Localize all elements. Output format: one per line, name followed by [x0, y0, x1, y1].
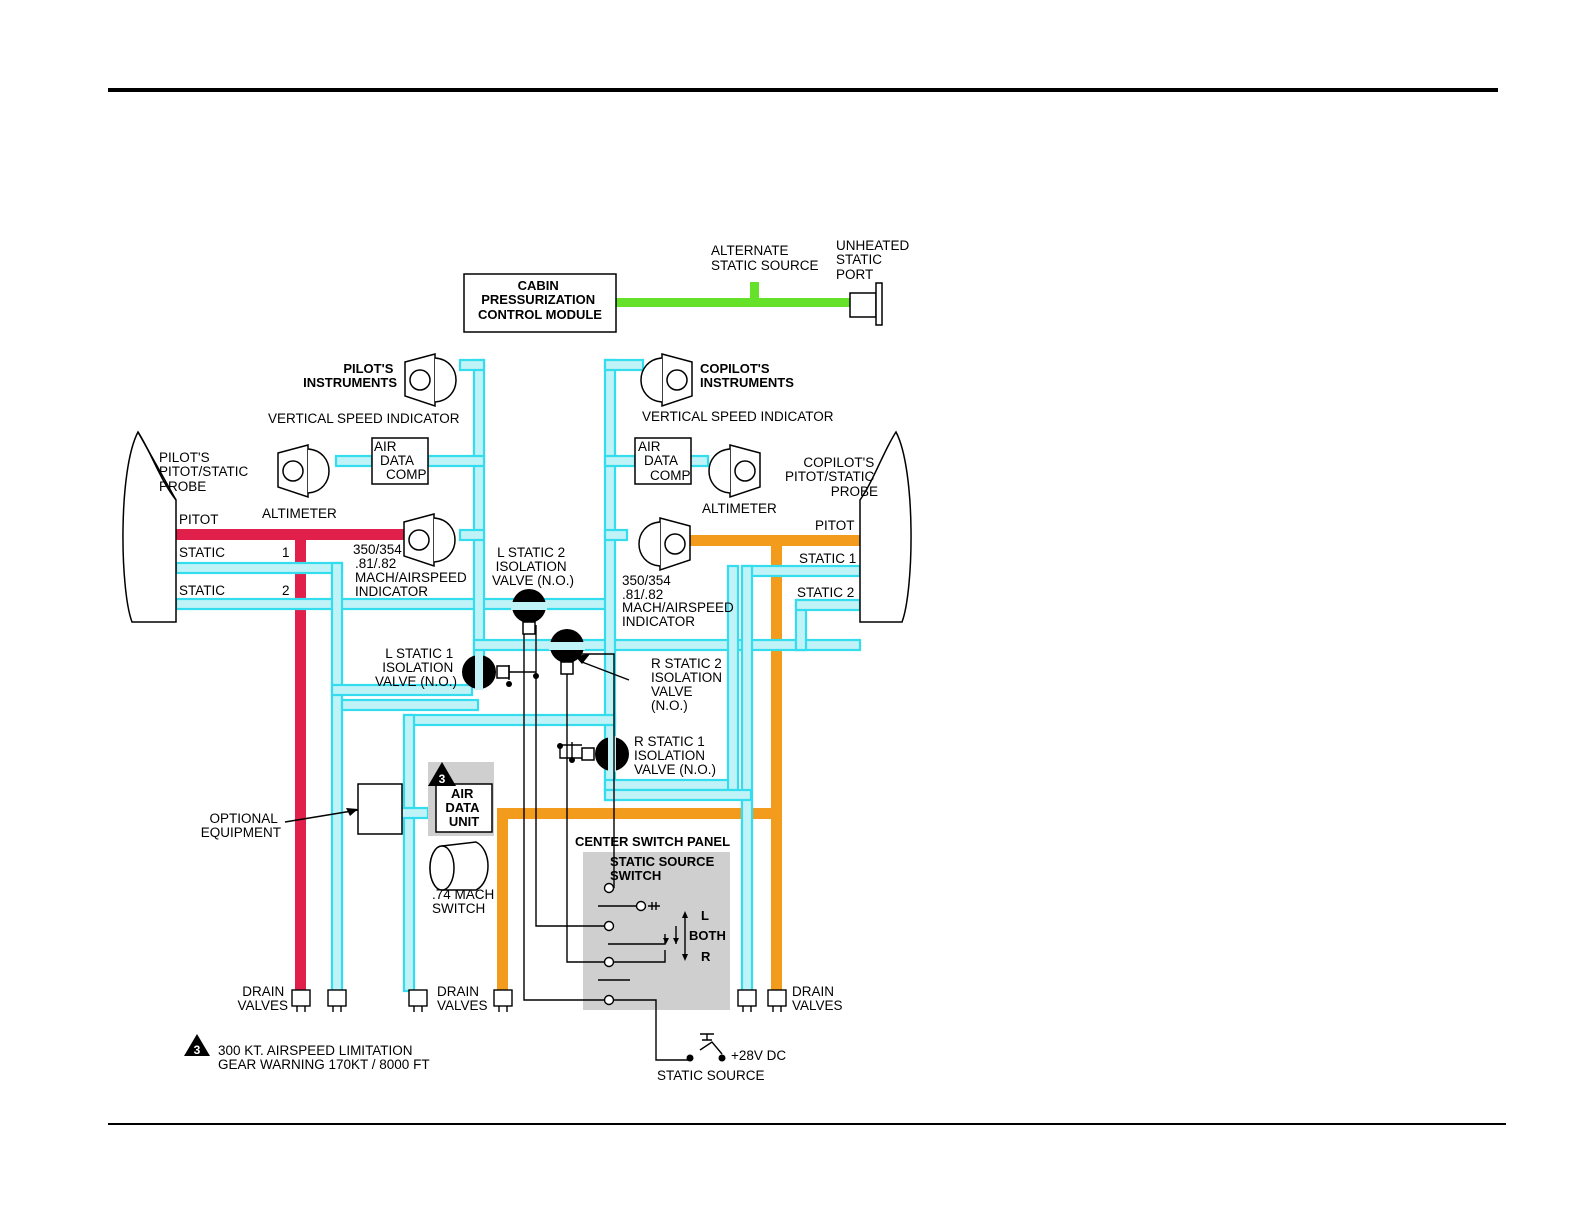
drain-valves-label-center: DRAIN VALVES: [437, 984, 488, 1013]
switch-position-both: BOTH: [689, 928, 726, 943]
copilot-pitot-line: [497, 535, 860, 991]
static-left-2-label: STATIC: [179, 583, 225, 598]
pilot-mach-airspeed-icon: [403, 513, 456, 568]
adc-right-label: AIR DATA COMP: [638, 439, 691, 483]
drain-valve-icon: [408, 989, 428, 1012]
l-static1-valve-label: L STATIC 1 ISOLATION VALVE (N.O.): [375, 646, 457, 689]
cabin-pressurization-module: [463, 273, 617, 333]
drain-valve-icon: [493, 989, 513, 1012]
copilot-probe: [859, 430, 912, 623]
drain-valve-icon: [327, 989, 347, 1012]
switch-position-l: L: [701, 908, 709, 923]
altimeter-right-label: ALTIMETER: [702, 501, 777, 516]
pilot-probe-label: PILOT'S PITOT/STATIC PROBE: [159, 450, 252, 494]
center-switch-panel: [583, 852, 730, 1010]
optional-equipment-label: OPTIONAL EQUIPMENT: [201, 811, 281, 840]
drain-valve-icon: [767, 989, 787, 1012]
static-left-2-number: 2: [282, 583, 290, 598]
copilot-mach-airspeed-icon: [638, 517, 691, 572]
r-static1-valve-label: R STATIC 1 ISOLATION VALVE (N.O.): [634, 734, 716, 777]
mach-switch-label: .74 MACH SWITCH: [432, 887, 498, 916]
copilot-instruments-label: COPILOT'S INSTRUMENTS: [700, 361, 794, 390]
drain-valves-label-left: DRAIN VALVES: [237, 984, 288, 1013]
svg-text:3: 3: [439, 772, 446, 786]
air-data-comp-left: [371, 437, 429, 485]
r-static1-valve-icon: [581, 736, 629, 772]
altimeter-left-label: ALTIMETER: [262, 506, 337, 521]
drain-valve-icon: [291, 989, 311, 1012]
unheated-static-port-icon: [849, 282, 883, 326]
pitot-right-label: PITOT: [815, 518, 855, 533]
vsi-left-label: VERTICAL SPEED INDICATOR: [268, 411, 460, 426]
switch-contacts: [346, 654, 726, 1062]
l-static1-valve-icon: [462, 654, 510, 690]
copilot-altimeter-icon: [708, 444, 761, 499]
pilot-pitot-line: [176, 529, 406, 991]
air-data-unit-label: AIR DATA UNIT: [445, 786, 482, 829]
drain-valves-label-right: DRAIN VALVES: [792, 984, 843, 1013]
wiring: [284, 625, 723, 1061]
vsi-right-label: VERTICAL SPEED INDICATOR: [642, 409, 834, 424]
top-rule: [108, 88, 1498, 92]
bottom-rule: [108, 1123, 1506, 1125]
mach-switch-icon: [429, 841, 489, 891]
switch-position-r: R: [701, 949, 711, 964]
air-data-unit: [428, 762, 494, 836]
optional-equipment-box: [357, 783, 403, 835]
cabin-module-label: CABIN PRESSURIZATION CONTROL MODULE: [478, 278, 602, 322]
copilot-vsi-icon: [640, 353, 693, 408]
pilot-probe: [122, 430, 177, 623]
note-3-triangle-icon: 3: [428, 762, 456, 786]
note-3-text: 300 KT. AIRSPEED LIMITATION GEAR WARNING…: [218, 1043, 430, 1072]
l-static2-valve-label: L STATIC 2 ISOLATION VALVE (N.O.): [492, 545, 574, 588]
pilot-altimeter-icon: [277, 444, 330, 499]
alternate-static-line: [616, 282, 854, 307]
mach-left-label: 350/354 .81/.82 MACH/AIRSPEED INDICATOR: [353, 542, 471, 599]
pitot-left-label: PITOT: [179, 512, 219, 527]
r-static2-valve-icon: [549, 629, 585, 675]
drain-valve-icon: [737, 989, 757, 1012]
static-left-1-number: 1: [282, 545, 290, 560]
pilot-vsi-icon: [404, 353, 457, 408]
mach-right-label: 350/354 .81/.82 MACH/AIRSPEED INDICATOR: [622, 573, 738, 629]
air-data-comp-right: [634, 437, 692, 485]
static-right-1-label: STATIC 1: [799, 551, 856, 566]
tubes: [174, 282, 862, 993]
static-lines: [174, 358, 862, 993]
power-label: +28V DC: [731, 1048, 786, 1063]
static-left-1-label: STATIC: [179, 545, 225, 560]
l-static2-valve-icon: [511, 589, 547, 635]
svg-text:3: 3: [194, 1043, 201, 1057]
r-static2-valve-label: R STATIC 2 ISOLATION VALVE (N.O.): [651, 656, 726, 713]
unheated-static-port-label: UNHEATED STATIC PORT: [836, 238, 913, 282]
alternate-static-source-label: ALTERNATE STATIC SOURCE: [711, 243, 819, 273]
pilot-instruments-label: PILOT'S INSTRUMENTS: [303, 361, 397, 390]
center-switch-panel-label: CENTER SWITCH PANEL: [575, 834, 730, 849]
note-3-legend-triangle-icon: 3: [184, 1034, 210, 1057]
static-source-switch-label: STATIC SOURCE SWITCH: [610, 854, 718, 883]
copilot-probe-label: COPILOT'S PITOT/STATIC PROBE: [785, 455, 878, 499]
static-source-label: STATIC SOURCE: [657, 1068, 765, 1083]
adc-left-label: AIR DATA COMP: [374, 439, 427, 482]
static-right-2-label: STATIC 2: [797, 585, 854, 600]
